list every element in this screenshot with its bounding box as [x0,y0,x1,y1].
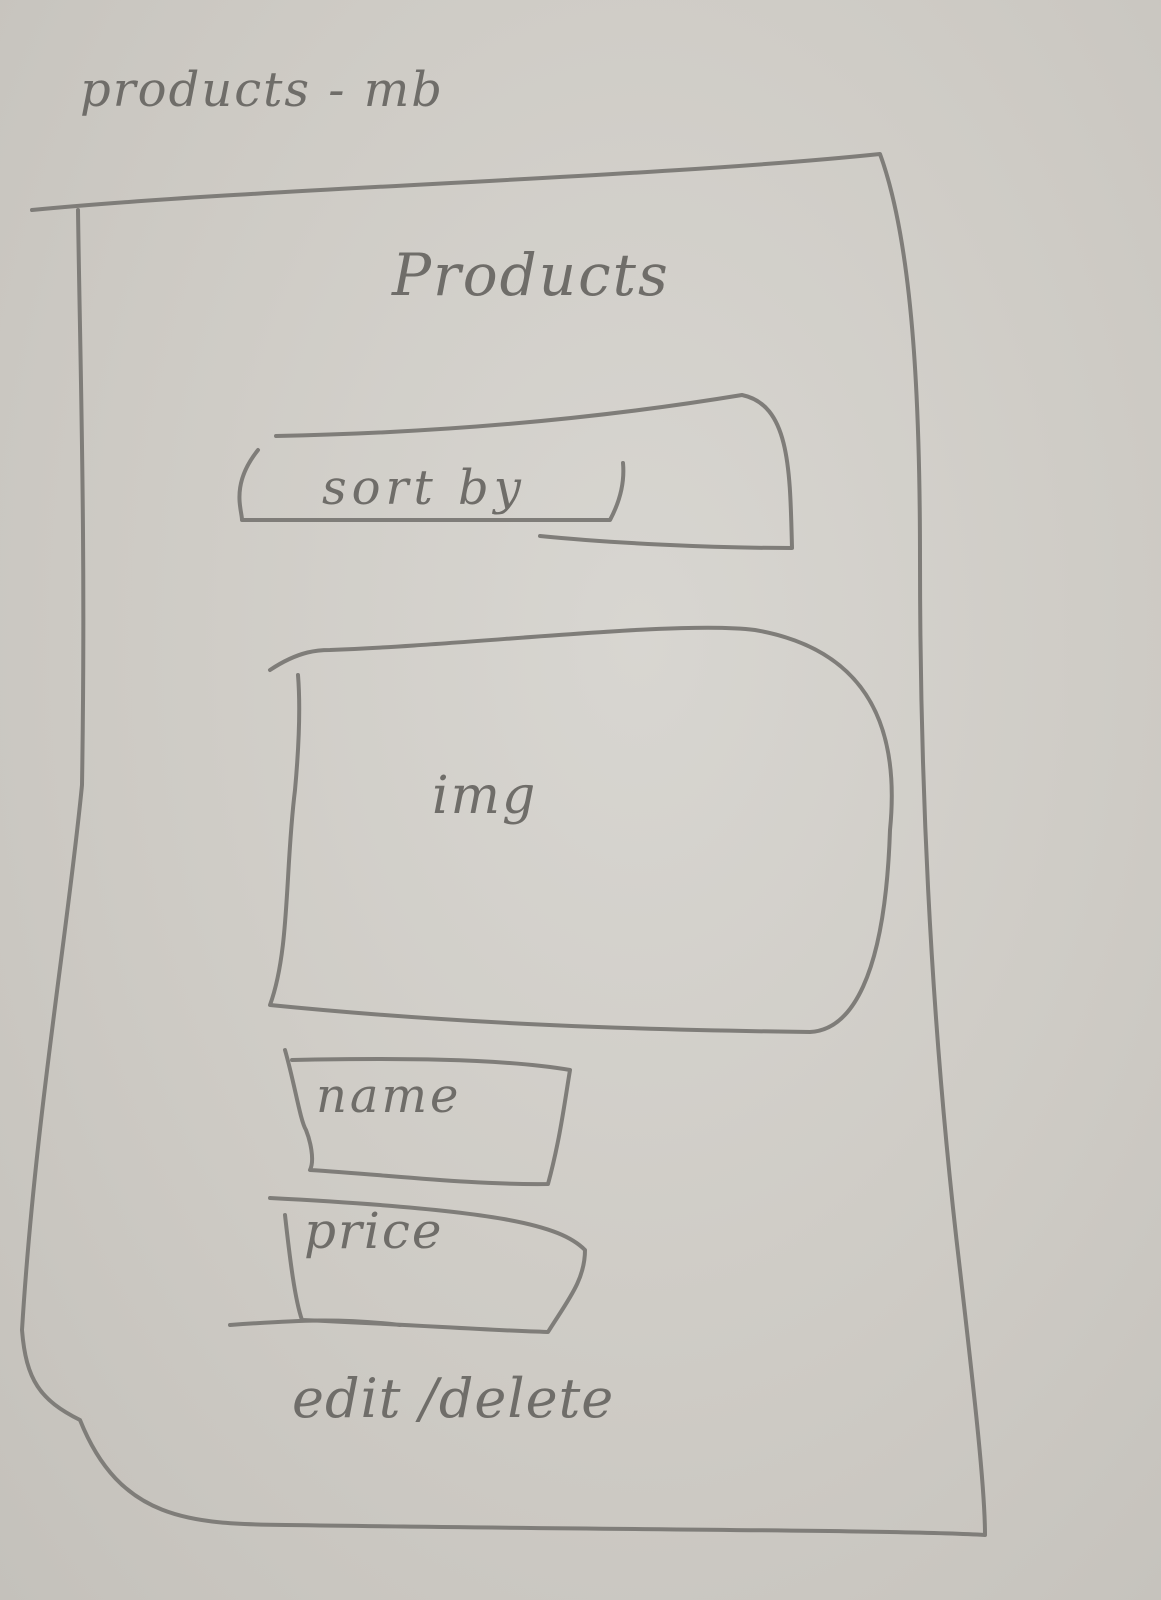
page-label: products - mb [80,62,444,118]
page-title: Products [392,241,670,309]
phone-frame-outline [20,152,987,1537]
product-image-placeholder [265,630,890,1035]
product-price-label: price [304,1202,444,1260]
name-field-outline [283,1048,572,1187]
price-field-outline [228,1196,587,1334]
sort-dropdown-outline [237,393,794,550]
edit-delete-actions[interactable]: edit /delete [292,1367,615,1430]
image-placeholder-outline [268,625,894,1034]
sort-by-label: sort by [322,460,526,516]
product-name-label: name [316,1068,462,1124]
image-placeholder-label: img [432,766,538,826]
